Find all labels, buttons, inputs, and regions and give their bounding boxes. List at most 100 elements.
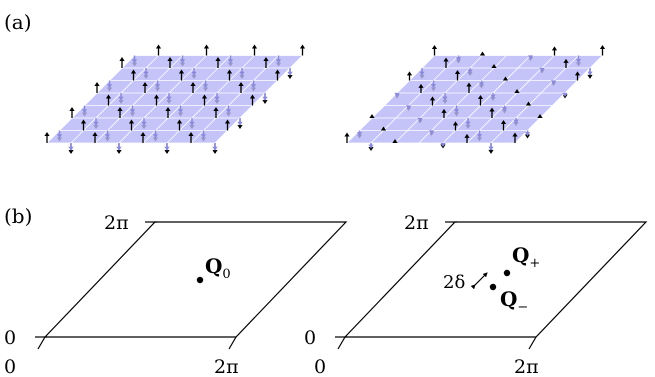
spin-down-ghost [154, 80, 161, 89]
spin-down-ghost [539, 67, 545, 72]
y-tick-label-0: 0 [304, 327, 316, 349]
spin-down-ghost [442, 93, 448, 101]
spin-down-ghost [118, 93, 124, 101]
spin-down-ghost [562, 92, 568, 97]
spin-down-ghost [104, 130, 111, 139]
spin-up-arrow [226, 69, 233, 81]
spin-down-ghost [419, 68, 425, 76]
spin-up-arrow [44, 132, 50, 143]
spin-down-ghost [152, 130, 159, 139]
y-tick-label-0: 0 [4, 327, 16, 349]
delta-arrow [470, 272, 488, 290]
spin-up-arrow [344, 132, 350, 143]
spin-down-ghost [524, 130, 531, 137]
q-plus-point [503, 269, 511, 277]
spin-down-ghost [262, 93, 268, 101]
spin-down-ghost [56, 130, 63, 139]
spin-down-ghost [501, 105, 508, 112]
spin-up-arrow [69, 107, 75, 118]
spin-down-ghost [250, 80, 257, 89]
x-tick-0 [337, 336, 346, 350]
spin-down-ghost [227, 55, 234, 64]
spin-up-arrow [188, 132, 194, 143]
x-tick-label-0: 0 [314, 356, 326, 377]
spin-down-ghost [488, 143, 494, 151]
spin-up-arrow [203, 44, 210, 56]
lattice-plane [47, 55, 303, 143]
spin-up-arrow [466, 82, 472, 93]
spin-up-arrow [201, 94, 208, 106]
spin-down-ghost [237, 118, 243, 126]
spin-down-ghost [417, 117, 423, 122]
q-plus-label: Q+ [512, 243, 540, 271]
spin-down-ghost [490, 93, 496, 99]
spin-down-ghost [587, 68, 593, 76]
spin-up-arrow [190, 82, 196, 93]
spin-up-arrow [155, 44, 162, 56]
spin-up-arrow [80, 119, 87, 131]
spin-up-arrow [514, 88, 520, 93]
spin-down-ghost [476, 130, 483, 139]
spin-up-arrow [140, 132, 146, 143]
x-tick-2pi [528, 336, 537, 350]
x-tick-0 [37, 336, 46, 350]
spin-down-ghost [131, 55, 138, 64]
spin-down-ghost [394, 92, 400, 97]
spin-up-arrow [92, 132, 98, 143]
spin-up-arrow [117, 107, 123, 118]
brillouin-zone-right: 2π 0 0 2π 2δ Q+ Q− [304, 212, 648, 377]
brillouin-zone-left: 2π 0 0 2π Q0 [4, 212, 348, 377]
spin-down-ghost [550, 80, 557, 85]
zone-boundary [43, 221, 348, 338]
spin-up-arrow [491, 63, 497, 68]
spin-down-ghost [200, 130, 207, 139]
spin-down-ghost [191, 68, 197, 76]
q-minus-label: Q− [500, 287, 528, 315]
spin-down-ghost [428, 130, 435, 135]
spin-up-arrow [142, 82, 148, 93]
spin-up-arrow [369, 113, 375, 118]
spin-down-ghost [106, 80, 113, 89]
spin-down-ghost [275, 55, 282, 64]
spin-up-arrow [105, 94, 112, 106]
spin-up-arrow [537, 113, 543, 118]
spin-down-ghost [368, 143, 374, 149]
spin-up-arrow [153, 94, 160, 106]
spin-up-arrow [263, 57, 269, 68]
spin-down-ghost [430, 80, 437, 89]
spin-up-arrow [392, 138, 398, 143]
spin-down-ghost [356, 130, 363, 137]
spin-down-ghost [93, 118, 99, 126]
spin-down-ghost [527, 55, 534, 60]
spin-down-ghost [440, 142, 446, 147]
spin-up-arrow [418, 83, 424, 93]
zone-boundary [343, 221, 648, 338]
spin-down-ghost [405, 105, 412, 110]
q-minus-point [489, 283, 497, 291]
spin-up-arrow [224, 119, 231, 131]
spin-down-ghost [141, 118, 147, 126]
spin-up-arrow [599, 44, 606, 56]
spin-up-arrow [380, 126, 387, 131]
spin-up-arrow [502, 76, 509, 81]
spin-up-arrow [489, 107, 495, 118]
spin-down-ghost [467, 68, 473, 74]
spin-up-arrow [574, 71, 581, 81]
y-tick-label-2pi: 2π [104, 212, 129, 234]
spin-down-ghost [513, 118, 519, 124]
spin-up-arrow [441, 108, 447, 118]
spin-arrows-above-plane [344, 44, 606, 151]
spin-up-arrow [130, 69, 137, 81]
spin-up-arrow [176, 119, 183, 131]
y-tick-label-2pi: 2π [404, 212, 429, 234]
spin-up-arrow [477, 94, 484, 106]
spin-up-arrow [251, 44, 258, 56]
spin-down-ghost [225, 105, 232, 114]
spin-down-ghost [166, 93, 172, 101]
spin-up-arrow [128, 119, 135, 131]
spin-down-ghost [465, 118, 471, 126]
spin-down-ghost [177, 105, 184, 114]
spin-up-arrow [454, 69, 461, 81]
spin-up-arrow [500, 119, 507, 131]
